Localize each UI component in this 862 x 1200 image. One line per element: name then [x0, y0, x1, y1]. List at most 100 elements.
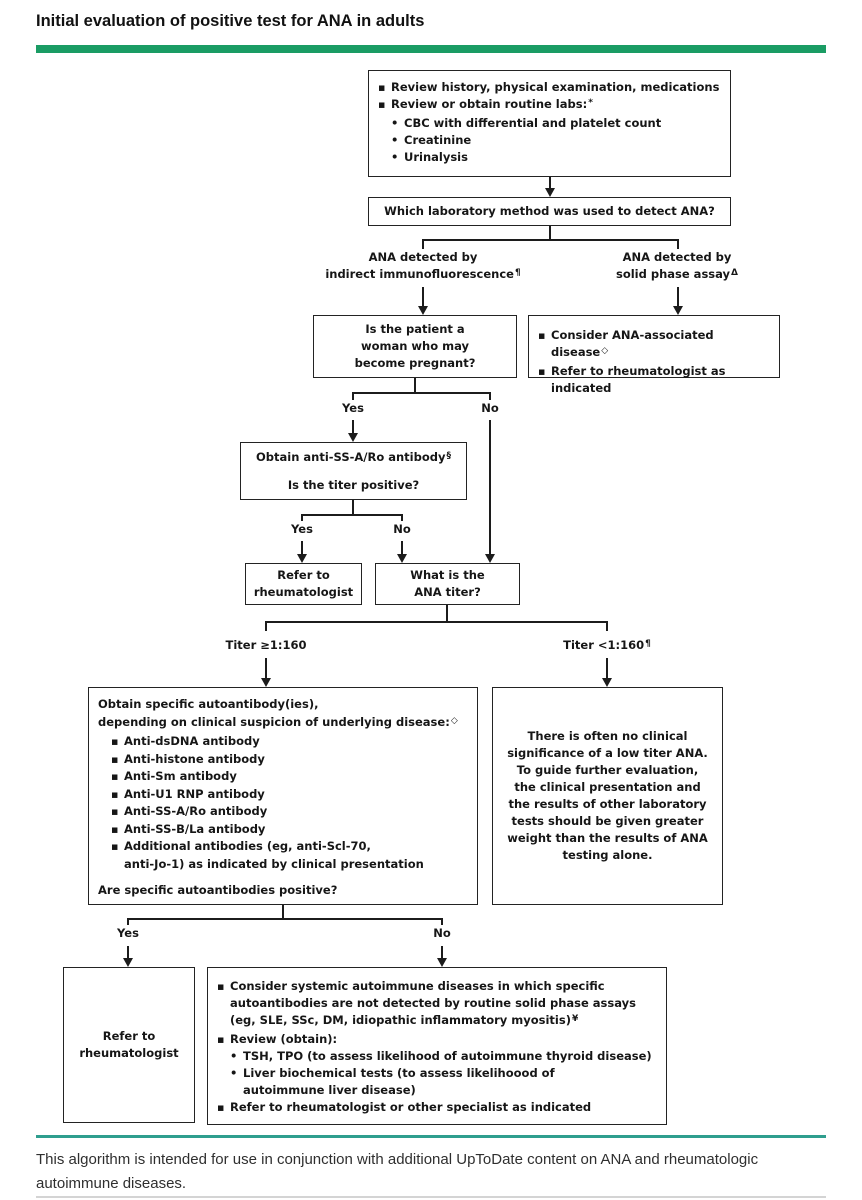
branch-label-line: indirect immunofluorescence: [325, 267, 514, 281]
low-titer-box: There is often no clinical significance …: [492, 687, 723, 905]
dot-bullet-icon: [391, 149, 404, 166]
connector-line: [489, 420, 491, 554]
connector-line: [401, 541, 403, 554]
connector-line: [549, 226, 551, 240]
connector-line: [441, 946, 443, 958]
list-item: Refer to rheumatologist or other special…: [217, 1099, 657, 1116]
ssa-line: Obtain anti-SS-A/Ro antibody§: [256, 449, 451, 468]
titer-line: ANA titer?: [414, 585, 481, 599]
connector-line: [127, 918, 129, 925]
autoantibody-box: Obtain specific autoantibody(ies), depen…: [88, 687, 478, 905]
dot-bullet-icon: [391, 115, 404, 132]
list-item-text: Additional antibodies (eg, anti-Scl-70,: [124, 839, 371, 853]
arrow-down-icon: [545, 188, 555, 197]
connector-line: [422, 239, 424, 249]
footer-note: This algorithm is intended for use in co…: [36, 1151, 759, 1192]
list-item-text: TSH, TPO (to assess likelihood of autoim…: [243, 1049, 652, 1063]
list-item-text: Review (obtain):: [230, 1032, 338, 1046]
list-item: Review or obtain routine labs:*: [378, 96, 721, 115]
footnote-asterisk: *: [588, 98, 593, 108]
square-bullet-icon: [217, 1099, 230, 1116]
list-item-text: Review or obtain routine labs:: [391, 97, 588, 111]
yes-label: Yes: [342, 401, 364, 415]
no-label: No: [481, 401, 499, 415]
connector-line: [301, 514, 403, 516]
footnote-delta: Δ: [731, 268, 739, 278]
square-bullet-icon: [217, 978, 230, 995]
footnote-pilcrow: ¶: [514, 268, 521, 278]
connector-line: [352, 392, 354, 400]
list-item-text: Additional antibodies (eg, anti-Scl-70,a…: [124, 838, 468, 873]
footnote-diamond: ◇: [450, 715, 458, 726]
list-item-text: Anti-SS-B/La antibody: [124, 821, 266, 836]
list-item-text: Anti-dsDNA antibody: [124, 734, 260, 748]
yes-label: Yes: [117, 926, 139, 940]
no-label: No: [433, 926, 451, 940]
square-bullet-icon: [111, 786, 124, 804]
list-item: Anti-Sm antibody: [98, 768, 468, 786]
connector-line: [422, 239, 679, 241]
list-item: Anti-histone antibody: [98, 751, 468, 769]
connector-line: [489, 392, 491, 400]
autoantibody-intro: Obtain specific autoantibody(ies),: [98, 697, 319, 711]
connector-line: [401, 514, 403, 521]
connector-line: [549, 177, 551, 188]
square-bullet-icon: [111, 768, 124, 786]
review-box: Review history, physical examination, me…: [368, 70, 731, 177]
list-item-text: Anti-histone antibody: [124, 751, 265, 766]
footnote-yen: ¥: [571, 1014, 579, 1024]
title-divider: [36, 45, 826, 53]
list-item: Review history, physical examination, me…: [378, 79, 721, 96]
refer-line: rheumatologist: [79, 1046, 179, 1060]
pregnant-box: Is the patient a woman who may become pr…: [313, 315, 517, 378]
list-item: Anti-SS-A/Ro antibody: [98, 803, 468, 821]
autoantibody-intro-text: depending on clinical suspicion of under…: [98, 714, 450, 729]
yes-label: Yes: [291, 522, 313, 536]
square-bullet-icon: [538, 327, 551, 344]
footer-divider: [36, 1135, 826, 1138]
pregnant-line: become pregnant?: [354, 356, 476, 370]
connector-line: [677, 287, 679, 306]
ana-titer-box: What is the ANA titer?: [375, 563, 520, 605]
square-bullet-icon: [111, 821, 124, 839]
square-bullet-icon: [538, 363, 551, 380]
connector-line: [282, 905, 284, 919]
connector-line: [265, 658, 267, 678]
list-item: Anti-dsDNA antibody: [98, 733, 468, 751]
ssa-antibody-box: Obtain anti-SS-A/Ro antibody§ Is the tit…: [240, 442, 467, 500]
list-item-text: Refer to rheumatologist as indicated: [551, 364, 726, 395]
low-titer-text: There is often no clinical significance …: [507, 729, 708, 862]
list-item: Urinalysis: [391, 149, 721, 166]
autoantibody-intro: depending on clinical suspicion of under…: [98, 714, 468, 734]
connector-line: [606, 658, 608, 678]
square-bullet-icon: [378, 79, 391, 96]
pregnant-line: Is the patient a: [365, 322, 465, 336]
connector-line: [352, 420, 354, 433]
dot-bullet-icon: [230, 1065, 243, 1082]
connector-line: [265, 621, 608, 623]
method-box: Which laboratory method was used to dete…: [368, 197, 731, 226]
arrow-down-icon: [673, 306, 683, 315]
arrow-down-icon: [397, 554, 407, 563]
arrow-down-icon: [297, 554, 307, 563]
square-bullet-icon: [111, 803, 124, 821]
connector-line: [301, 514, 303, 521]
branch-label-line: solid phase assay: [615, 267, 731, 281]
list-item: Consider systemic autoimmune diseases in…: [217, 978, 657, 1031]
list-item-text: Refer to rheumatologist or other special…: [230, 1100, 592, 1114]
list-item: Liver biochemical tests (to assess likel…: [230, 1065, 657, 1099]
refer-line: Refer to: [102, 1029, 156, 1043]
refer-rheumatologist-box: Refer to rheumatologist: [245, 563, 362, 605]
connector-line: [127, 918, 443, 920]
list-item-text: Urinalysis: [404, 150, 468, 164]
list-item-text: Anti-SS-A/Ro antibody: [124, 804, 268, 818]
connector-line: [301, 541, 303, 554]
titer-line: What is the: [410, 568, 485, 582]
list-item-text: Creatinine: [404, 133, 472, 147]
spa-result-box: Consider ANA-associated disease◇ Refer t…: [528, 315, 780, 395]
titer-low-text: Titer <1:160: [563, 638, 645, 652]
connector-line: [352, 392, 491, 394]
arrow-down-icon: [348, 433, 358, 442]
refer-line: Refer to: [277, 568, 330, 582]
square-bullet-icon: [217, 1031, 230, 1048]
